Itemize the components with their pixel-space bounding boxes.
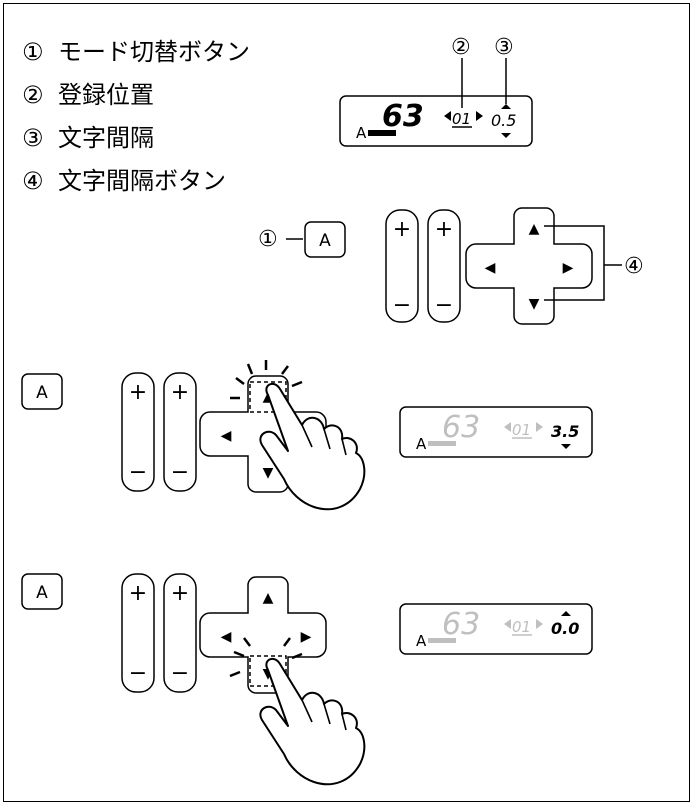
legend-text: 文字間隔: [58, 124, 154, 152]
lcd-display-step1: A 63 01 3.5: [399, 406, 593, 458]
minus-icon: −: [129, 661, 147, 686]
right-arrow-icon[interactable]: ▶: [563, 260, 574, 276]
plus-minus-button-step2-1[interactable]: + −: [121, 573, 155, 693]
lcd-mode-letter: A: [416, 435, 427, 453]
up-arrow-icon[interactable]: ▲: [529, 221, 540, 237]
plus-minus-button-2[interactable]: + −: [427, 209, 461, 323]
left-arrow-indicator-icon: [444, 111, 451, 121]
plus-icon: +: [171, 380, 189, 405]
lcd-spacing-value: 3.5: [551, 422, 579, 441]
right-arrow-icon[interactable]: ▶: [301, 629, 312, 645]
mode-button-label: A: [319, 231, 331, 251]
lcd-position-value: 01: [512, 421, 531, 439]
legend-number: ③: [22, 124, 44, 152]
mode-switch-button-step2[interactable]: A: [21, 573, 63, 610]
legend-text: 文字間隔ボタン: [58, 167, 226, 195]
left-arrow-icon[interactable]: ◀: [485, 260, 496, 276]
lcd-position-value: 01: [512, 618, 531, 636]
right-arrow-indicator-icon: [476, 111, 483, 121]
lcd-level-bar: [428, 441, 456, 446]
plus-icon: +: [435, 217, 453, 242]
plus-minus-button-step2-2[interactable]: + −: [163, 573, 197, 693]
legend-number: ②: [22, 81, 44, 109]
plus-icon: +: [129, 380, 147, 405]
legend-item-spacing-button: ④ 文字間隔ボタン: [22, 161, 226, 196]
callout-1: ①: [258, 227, 278, 252]
press-burst-lines: [229, 637, 303, 678]
legend-number: ④: [22, 167, 44, 195]
down-arrow-icon[interactable]: ▼: [263, 465, 274, 481]
down-arrow-icon[interactable]: ▼: [529, 296, 540, 312]
lcd-mode-letter: A: [416, 632, 427, 650]
left-arrow-icon[interactable]: ◀: [221, 629, 232, 645]
spacing-down-indicator-icon: [561, 444, 571, 449]
minus-icon: −: [171, 661, 189, 686]
legend-number: ①: [22, 38, 44, 66]
plus-minus-button-step1-2[interactable]: + −: [163, 372, 197, 492]
legend-text: 登録位置: [58, 81, 154, 109]
spacing-direction-pad-step2[interactable]: ▲ ▼ ◀ ▶: [199, 576, 327, 694]
right-arrow-indicator-icon: [536, 422, 543, 432]
lcd-level-bar: [368, 130, 396, 136]
mode-switch-button-step1[interactable]: A: [21, 373, 63, 410]
lcd-pattern-number: 63: [382, 99, 424, 134]
plus-icon: +: [129, 581, 147, 606]
up-arrow-icon[interactable]: ▲: [263, 590, 274, 606]
minus-icon: −: [171, 460, 189, 485]
pointing-hand-icon: [259, 657, 366, 786]
callout-4-bracket: [544, 225, 622, 301]
callout-3: ③: [494, 35, 514, 60]
legend-item-mode-switch-button: ① モード切替ボタン: [22, 32, 250, 67]
lcd-level-bar: [428, 638, 456, 643]
right-arrow-indicator-icon: [536, 619, 543, 629]
spacing-direction-pad[interactable]: ▲ ▼ ◀ ▶: [465, 207, 593, 325]
left-arrow-icon[interactable]: ◀: [221, 428, 232, 444]
callout-4: ④: [624, 254, 644, 279]
spacing-up-indicator-icon: [561, 611, 571, 616]
down-arrow-icon[interactable]: ▼: [263, 666, 274, 682]
left-arrow-indicator-icon: [504, 422, 511, 432]
press-burst-lines: [230, 360, 303, 400]
lcd-position-value: 01: [452, 110, 471, 128]
lcd-mode-letter: A: [356, 124, 367, 142]
press-highlight: [249, 655, 287, 687]
callout-2: ②: [451, 35, 471, 60]
left-arrow-indicator-icon: [504, 619, 511, 629]
legend-item-character-spacing: ③ 文字間隔: [22, 118, 154, 153]
plus-minus-button-step1-1[interactable]: + −: [121, 372, 155, 492]
spacing-up-indicator-icon: [501, 104, 511, 109]
mode-switch-button[interactable]: A: [304, 221, 346, 258]
legend-item-register-position: ② 登録位置: [22, 75, 154, 110]
lcd-pattern-number: 63: [442, 607, 480, 642]
lcd-display-top: A 63 01 0.5: [339, 95, 533, 147]
lcd-display-step2: A 63 01 0.0: [399, 603, 593, 655]
lcd-spacing-value: 0.5: [491, 111, 516, 130]
plus-minus-button-1[interactable]: + −: [385, 209, 419, 323]
minus-icon: −: [129, 460, 147, 485]
minus-icon: −: [435, 293, 453, 318]
plus-icon: +: [393, 217, 411, 242]
lcd-pattern-number: 63: [442, 410, 480, 445]
legend-text: モード切替ボタン: [58, 38, 250, 66]
plus-icon: +: [171, 581, 189, 606]
minus-icon: −: [393, 293, 411, 318]
spacing-down-indicator-icon: [501, 133, 511, 138]
mode-button-label: A: [36, 583, 48, 603]
lcd-spacing-value: 0.0: [551, 619, 579, 638]
mode-button-label: A: [36, 383, 48, 403]
